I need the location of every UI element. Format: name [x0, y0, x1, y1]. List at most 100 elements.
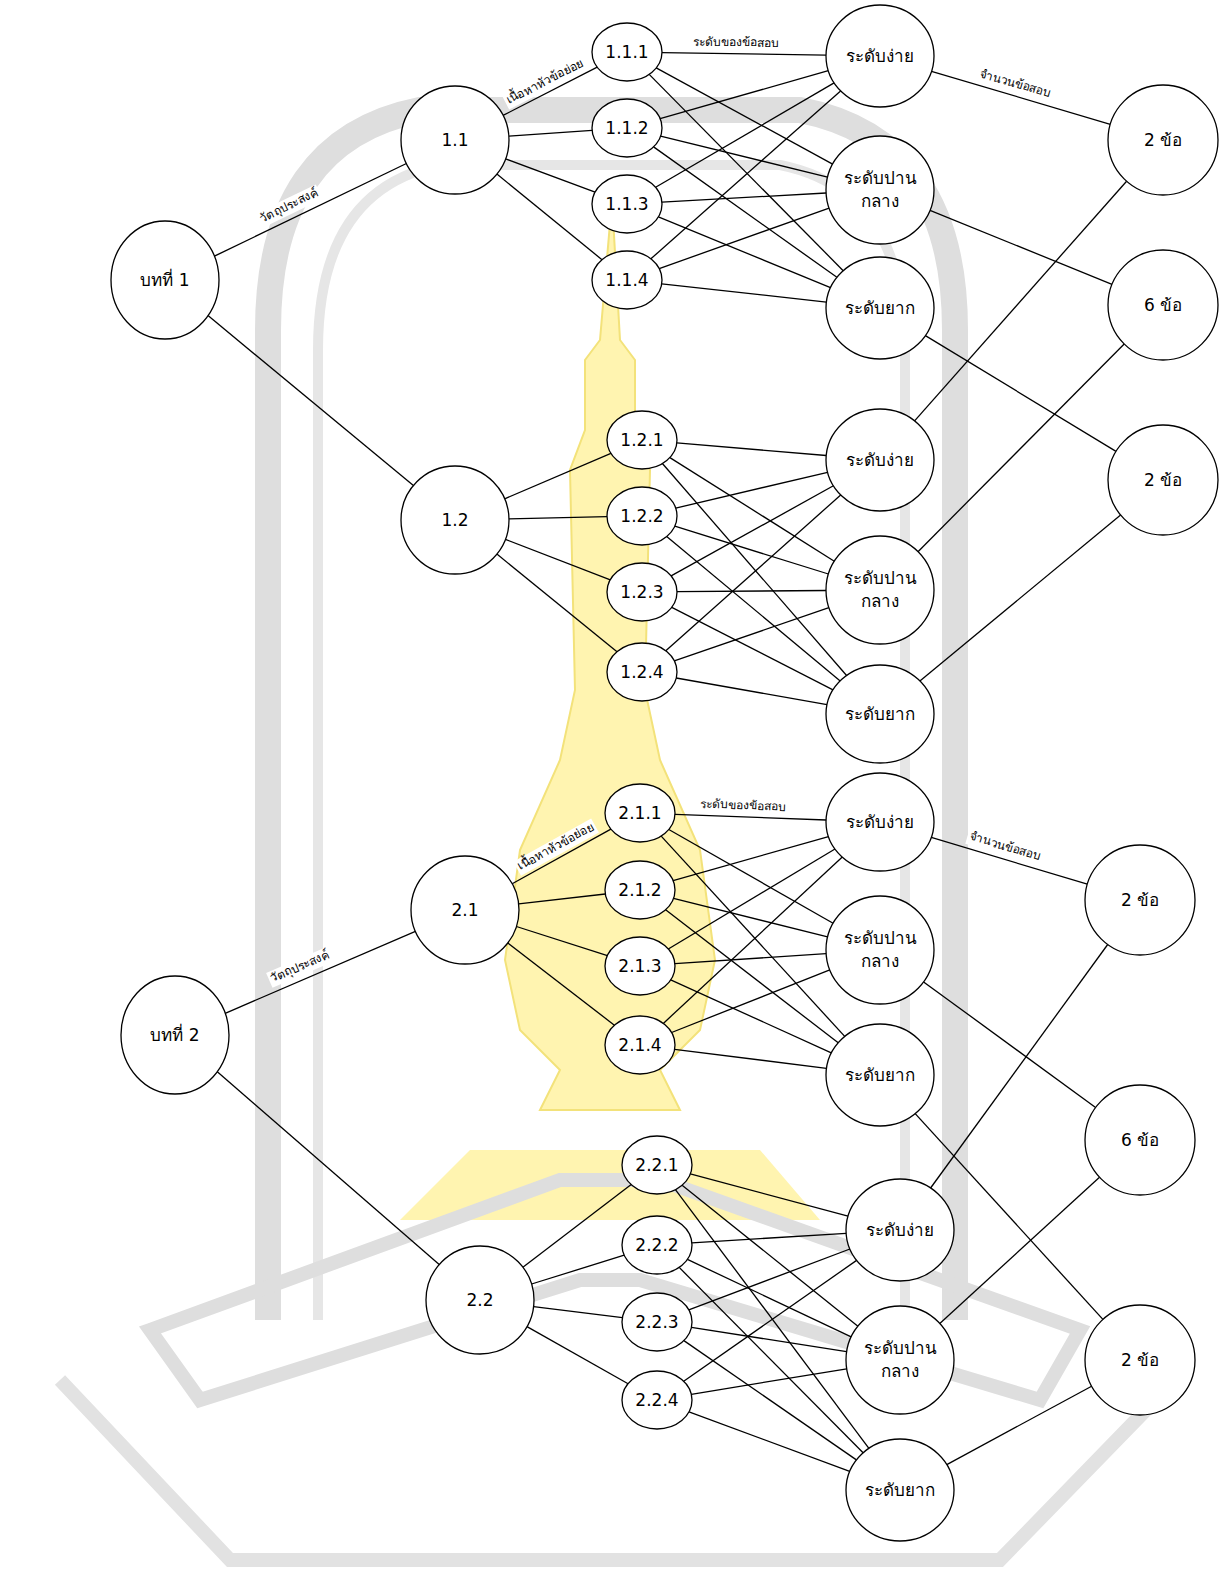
- connector-line: [920, 515, 1121, 681]
- node-text-group: 2.2.2: [635, 1234, 678, 1257]
- node-text-group: 1.2.1: [620, 429, 663, 452]
- node-label: 2.2.1: [635, 1154, 678, 1177]
- circle-node: 2.1.4: [604, 1015, 676, 1075]
- node-content: 2.2.2: [621, 1215, 693, 1275]
- circle-shape: [1085, 1305, 1195, 1415]
- edge-label: วัตถุประสงค์: [256, 184, 323, 227]
- connector-line: [677, 443, 826, 456]
- circle-node: 1.2.3: [606, 562, 678, 622]
- circle-shape: [426, 1246, 534, 1354]
- node-content: 2.1.1: [604, 783, 676, 843]
- node-text-group: 1.1.2: [605, 117, 648, 140]
- circle-shape: [607, 563, 677, 621]
- node-label: ระดับยาก: [845, 297, 915, 320]
- connector-line: [682, 1185, 858, 1326]
- node-text-group: 1.2.3: [620, 581, 663, 604]
- connector-line: [690, 1174, 848, 1216]
- circle-shape: [826, 5, 934, 107]
- circle-shape: [592, 99, 662, 157]
- node-text-group: ระดับปาน กลาง: [836, 927, 924, 973]
- circle-shape: [622, 1293, 692, 1351]
- node-content: ระดับยาก: [825, 1023, 935, 1127]
- node-text-group: 2.1.1: [618, 802, 661, 825]
- node-text-group: 2 ข้อ: [1121, 1349, 1159, 1372]
- watermark-arch: [268, 110, 955, 1320]
- connector-line: [217, 1072, 439, 1265]
- circle-shape: [605, 1016, 675, 1074]
- node-label: ระดับยาก: [845, 703, 915, 726]
- node-content: 2.2.4: [621, 1370, 693, 1430]
- circle-shape: [826, 136, 934, 244]
- edge-label: จำนวนข้อสอบ: [965, 828, 1044, 865]
- node-content: บทที่ 2: [120, 975, 230, 1095]
- node-label: ระดับง่าย: [846, 811, 914, 834]
- connector-line: [666, 910, 839, 1043]
- connector-line: [691, 1327, 846, 1351]
- node-label: 1.2: [441, 509, 468, 532]
- connector-line: [503, 67, 597, 115]
- connector-line: [673, 837, 828, 881]
- node-content: ระดับยาก: [825, 256, 935, 360]
- node-content: 1.2: [400, 465, 510, 575]
- circle-shape: [826, 257, 934, 359]
- circle-shape: [1108, 250, 1218, 360]
- node-label: 1.2.1: [620, 429, 663, 452]
- connector-line: [687, 1259, 851, 1337]
- circle-node: 2.2.2: [621, 1215, 693, 1275]
- node-label: บทที่ 2: [150, 1024, 199, 1047]
- node-text-group: 1.2.4: [620, 661, 663, 684]
- node-label: ระดับปาน กลาง: [836, 927, 924, 973]
- circle-node: ระดับปาน กลาง: [825, 895, 935, 1005]
- connector-line: [661, 836, 845, 1036]
- circle-shape: [826, 536, 934, 644]
- node-label: ระดับปาน กลาง: [836, 167, 924, 213]
- circle-shape: [605, 784, 675, 842]
- connector-line: [947, 1386, 1092, 1464]
- connector-line: [675, 814, 826, 820]
- node-text-group: 2 ข้อ: [1144, 129, 1182, 152]
- circle-shape: [1108, 85, 1218, 195]
- node-content: 2 ข้อ: [1084, 1304, 1196, 1416]
- connector-line: [208, 316, 413, 486]
- node-content: ระดับปาน กลาง: [825, 135, 935, 245]
- node-label: 2.2.2: [635, 1234, 678, 1257]
- circle-outline: [845, 1305, 955, 1415]
- circle-node: ระดับยาก: [825, 1023, 935, 1127]
- connector-line: [684, 1260, 857, 1381]
- node-content: 2.2.1: [621, 1135, 693, 1195]
- connector-line: [659, 208, 829, 269]
- connector-line: [677, 591, 826, 592]
- node-text-group: 2.2: [466, 1289, 493, 1312]
- circle-node: บทที่ 1: [110, 220, 220, 340]
- node-text-group: 2.1.4: [618, 1034, 661, 1057]
- node-text-group: บทที่ 1: [140, 269, 189, 292]
- node-text-group: ระดับยาก: [845, 297, 915, 320]
- node-content: ระดับง่าย: [825, 4, 935, 108]
- node-content: 1.1.2: [591, 98, 663, 158]
- node-label: ระดับปาน กลาง: [836, 567, 924, 613]
- watermark-arch-inner: [318, 165, 905, 1320]
- node-content: 2.2: [425, 1245, 535, 1355]
- connector-line: [676, 472, 828, 508]
- edge-label: เนื้อหาหัวข้อย่อย: [502, 54, 588, 108]
- connector-line: [674, 898, 828, 937]
- connector-line: [675, 954, 826, 964]
- connector-line: [661, 136, 828, 177]
- circle-shape: [1108, 425, 1218, 535]
- node-label: 1.1.3: [605, 193, 648, 216]
- circle-outline: [825, 535, 935, 645]
- connector-line: [660, 71, 828, 119]
- node-text-group: 6 ข้อ: [1144, 294, 1182, 317]
- circle-node: 2.1: [410, 855, 520, 965]
- node-content: 6 ข้อ: [1084, 1084, 1196, 1196]
- circle-node: 1.1.3: [591, 174, 663, 234]
- node-label: 2.1: [451, 899, 478, 922]
- circle-shape: [401, 86, 509, 194]
- connector-line: [672, 970, 830, 1033]
- node-text-group: 1.1.4: [605, 269, 648, 292]
- node-content: 2.1.2: [604, 860, 676, 920]
- circle-node: ระดับยาก: [845, 1438, 955, 1542]
- circle-node: ระดับง่าย: [825, 772, 935, 872]
- connector-line: [692, 1233, 846, 1243]
